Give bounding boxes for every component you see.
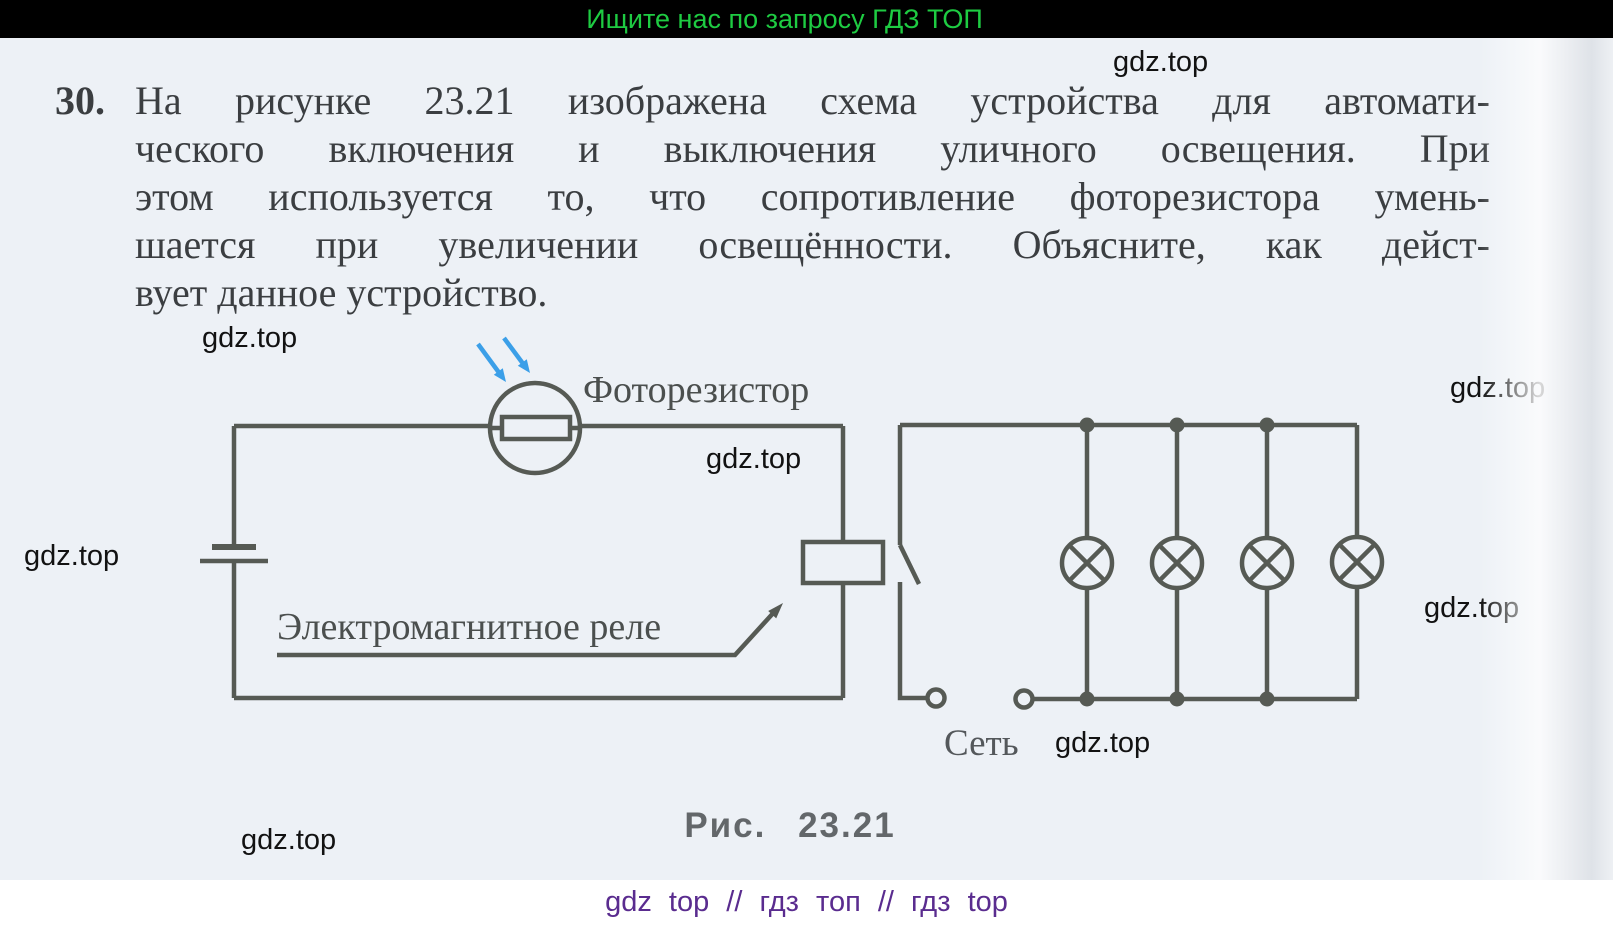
- lamp-icon: [1329, 534, 1385, 590]
- relay-coil-symbol: [800, 539, 886, 586]
- problem-text-line: На рисунке 23.21 изображена схема устрой…: [135, 78, 1490, 123]
- photoresistor-resistor-box: [499, 414, 573, 442]
- watermark: gdz.top: [1113, 46, 1209, 78]
- lamp-cross: [1157, 543, 1197, 583]
- light-ray: [502, 336, 526, 367]
- problem-text-line: ческого включения и выключения уличного …: [135, 126, 1490, 171]
- watermark: gdz.top: [202, 322, 298, 354]
- junction-dot: [1079, 417, 1095, 433]
- light-ray: [476, 342, 502, 376]
- mains-label: Сеть: [944, 723, 1019, 764]
- lamp-cross: [1337, 542, 1377, 582]
- watermark: gdz.top: [1424, 592, 1520, 624]
- battery-symbol: [200, 544, 268, 564]
- lamp-icon: [1149, 535, 1205, 591]
- circuit-diagram: [200, 336, 1385, 710]
- watermark: gdz.top: [241, 824, 337, 856]
- problem-number: 30.: [55, 78, 105, 123]
- junction-dot: [1259, 417, 1275, 433]
- junction-dot: [1169, 691, 1185, 707]
- junction-dot: [1259, 691, 1275, 707]
- switch-symbol: [897, 425, 927, 701]
- footer-bar: gdz top // гдз топ // гдз top: [0, 880, 1613, 926]
- wire: [897, 582, 927, 701]
- promo-header-text: Ищите нас по запросу ГДЗ ТОП: [586, 4, 983, 34]
- watermark: gdz.top: [1055, 727, 1151, 759]
- photoresistor-symbol: [487, 380, 583, 476]
- mains-terminal: [1013, 688, 1035, 710]
- problem-text-line: этом используется то, что сопротивление …: [135, 174, 1490, 219]
- lamp-icon: [1059, 535, 1115, 591]
- relay-label-underline: [277, 608, 778, 658]
- promo-header-bar: Ищите нас по запросу ГДЗ ТОП: [0, 0, 1613, 38]
- watermark: gdz.top: [24, 540, 120, 572]
- junction-dot: [1169, 417, 1185, 433]
- relay-arrowhead: [768, 603, 783, 619]
- light-ray-arrowhead: [517, 359, 530, 373]
- mains-terminal: [925, 687, 947, 709]
- light-ray-arrowhead: [493, 368, 506, 382]
- footer-text: gdz top // гдз топ // гдз top: [605, 886, 1008, 918]
- relay-label: Электромагнитное реле: [277, 606, 662, 648]
- problem-text-line: вует данное устройство.: [135, 270, 548, 315]
- photoresistor-label: Фоторезистор: [583, 369, 810, 411]
- textbook-page: 30. На рисунке 23.21 изображена схема ус…: [0, 38, 1613, 880]
- lamp-cross: [1247, 543, 1287, 583]
- relay-pointer-arrow: [277, 603, 783, 658]
- problem-text-line: шается при увеличении освещённости. Объя…: [135, 222, 1490, 267]
- junction-dot: [1079, 691, 1095, 707]
- lamp-branches: [1033, 417, 1385, 707]
- figure-caption: Рис. 23.21: [684, 806, 896, 845]
- light-rays-icon: [476, 336, 530, 382]
- mains-terminals: [925, 687, 1035, 710]
- lamp-icon: [1239, 535, 1295, 591]
- watermark: gdz.top: [706, 443, 802, 475]
- lamp-cross: [1067, 543, 1107, 583]
- watermark: gdz.top: [1450, 372, 1546, 404]
- switch-blade: [897, 544, 922, 585]
